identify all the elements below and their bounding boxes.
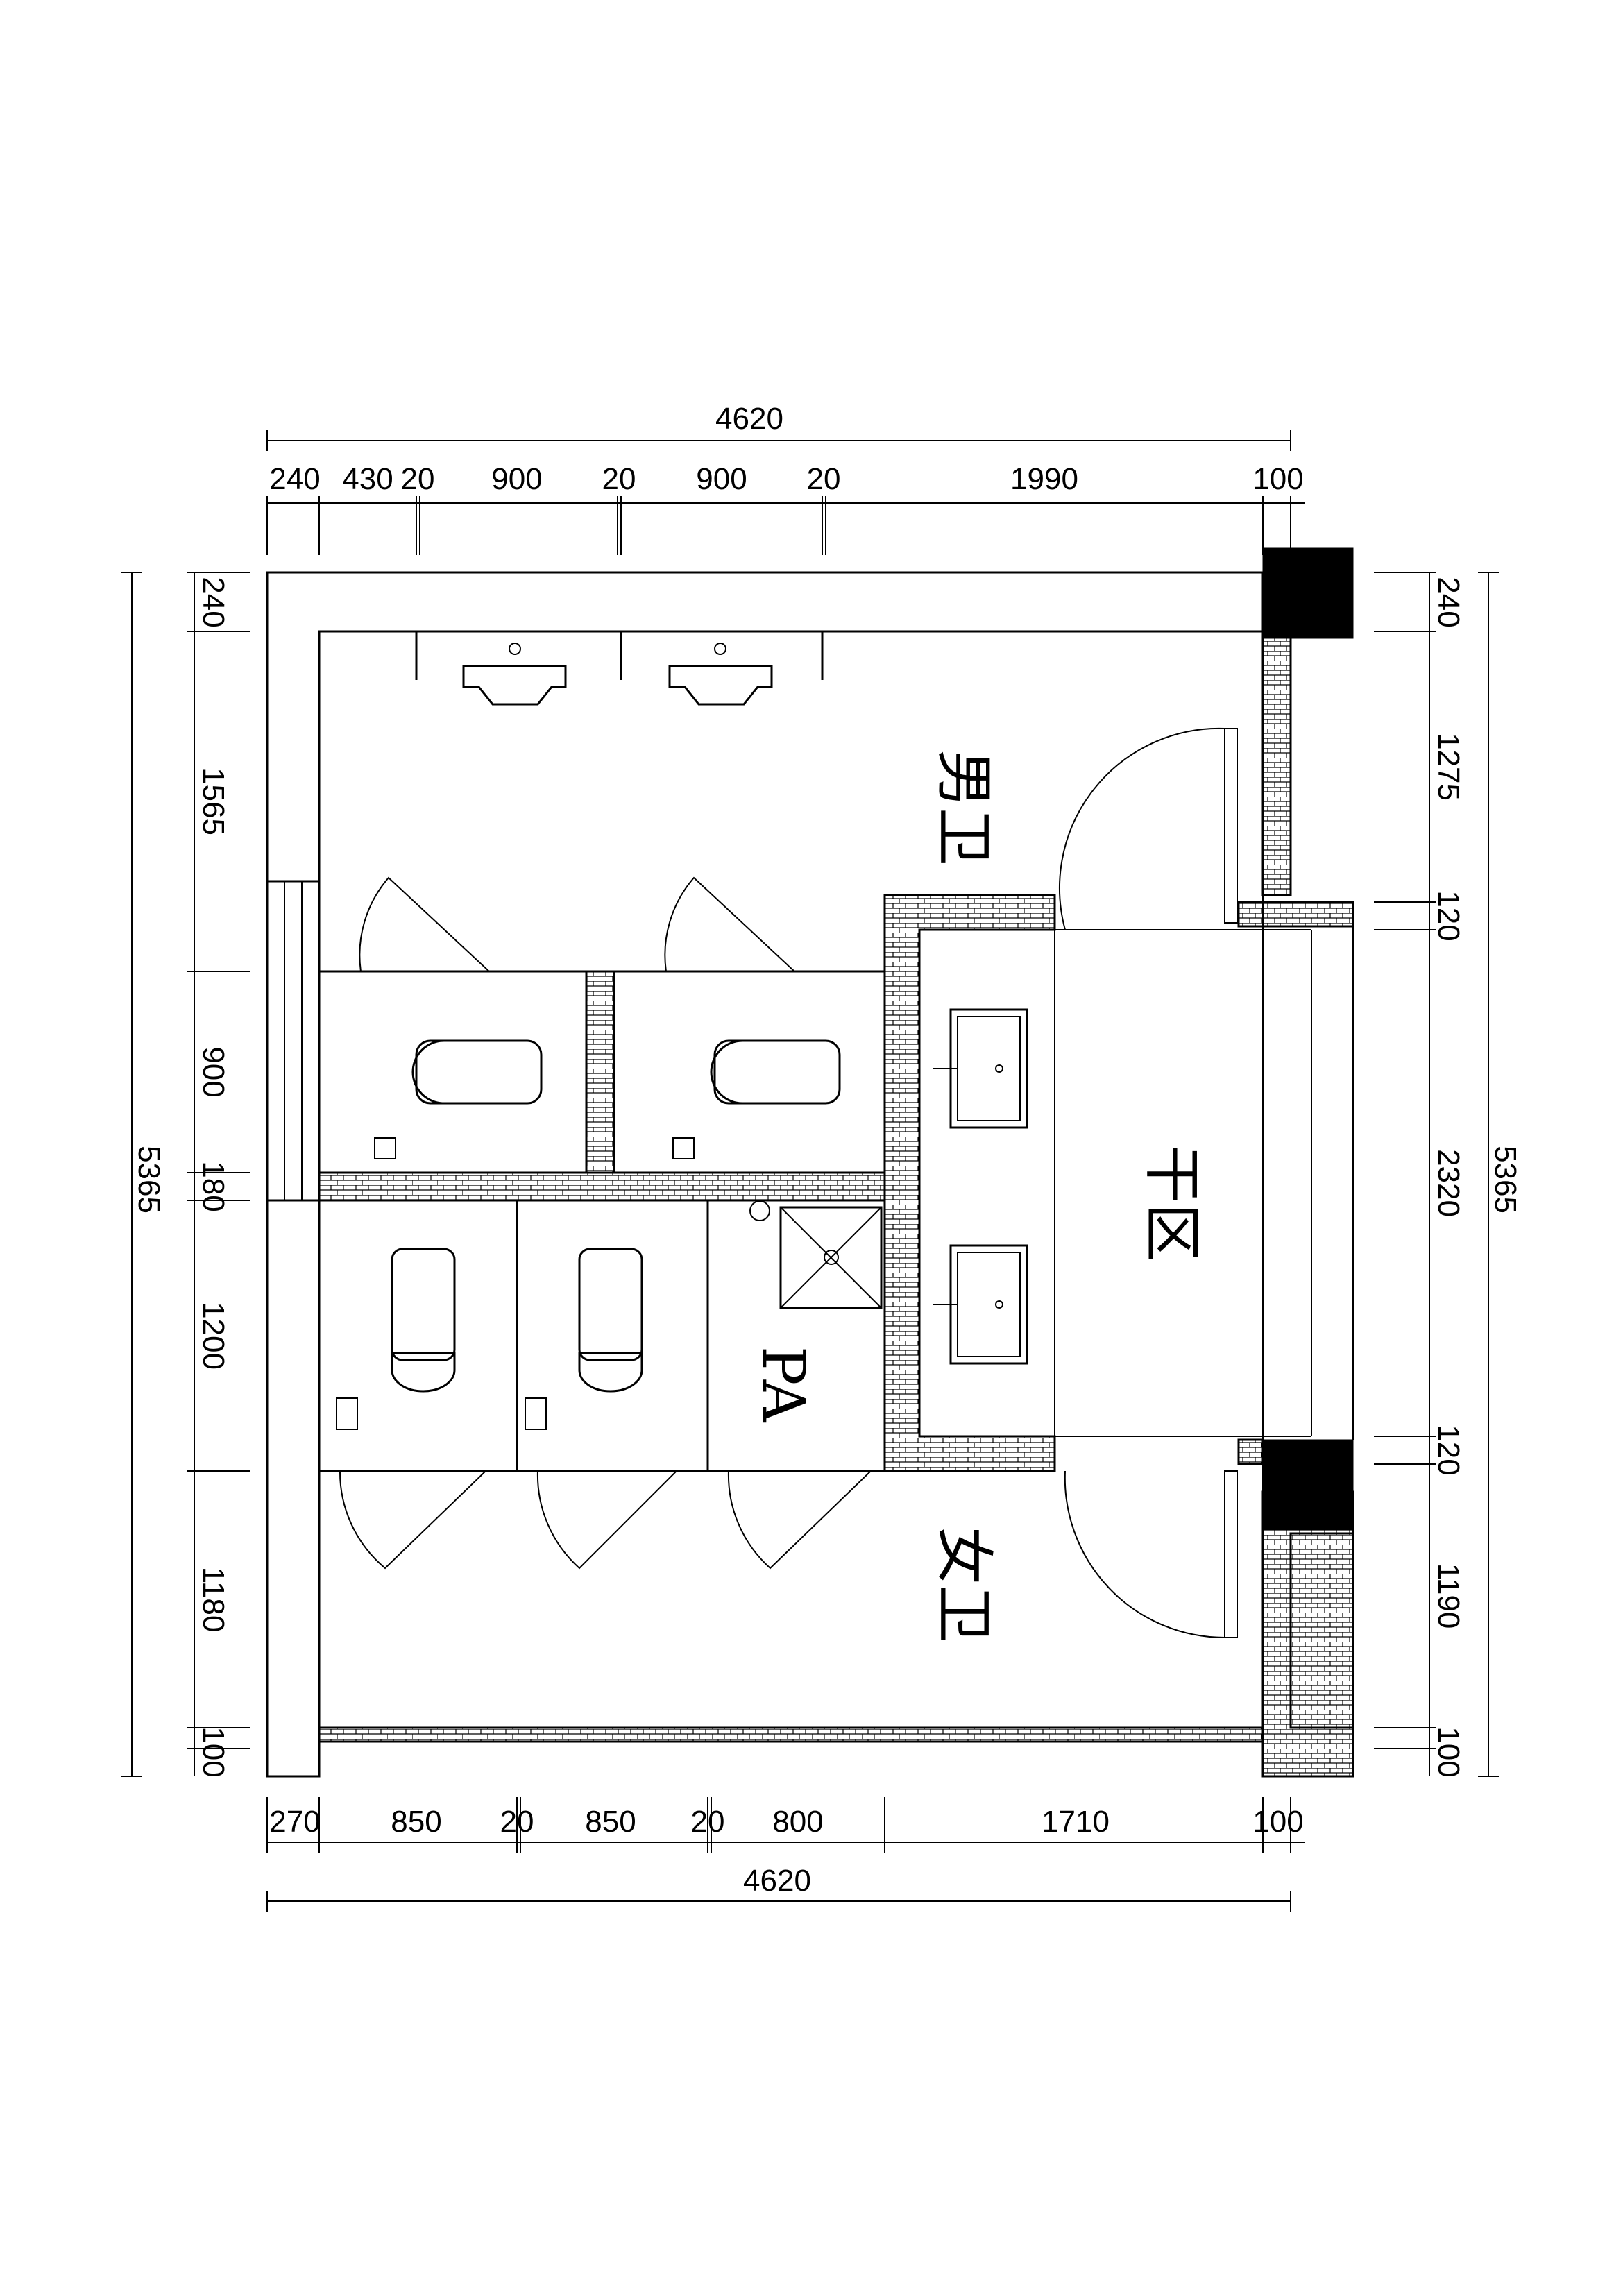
dim-top-1: 240 (269, 462, 320, 496)
mop-sink (749, 1200, 883, 1309)
walls (266, 547, 1354, 1778)
dim-bottom-8: 100 (1252, 1805, 1303, 1839)
left-lower-wall (266, 1199, 321, 1778)
squat-toilet-1 (374, 1039, 543, 1159)
dim-left-3: 900 (196, 1046, 230, 1097)
dim-left-5: 1200 (196, 1302, 230, 1370)
dim-right-2: 1275 (1431, 733, 1465, 801)
bottom-wall (318, 1726, 1264, 1743)
top-left-wall (266, 571, 1264, 883)
dim-top-9: 100 (1252, 462, 1303, 496)
mid-partition (318, 1171, 900, 1202)
men-room (319, 631, 1238, 1159)
dim-bottom-total: 4620 (743, 1864, 811, 1898)
dim-top-7: 20 (807, 462, 841, 496)
dim-bottom-6: 800 (772, 1805, 823, 1839)
label-women: 女卫 (930, 1527, 998, 1643)
dim-left-2: 1565 (196, 767, 230, 835)
vanity-wall (883, 894, 1056, 1472)
cubicle-partition (585, 970, 615, 1174)
dim-right-3: 120 (1431, 890, 1465, 941)
dim-left-total: 5365 (132, 1146, 166, 1214)
dim-right-7: 100 (1431, 1726, 1465, 1777)
dim-top-total: 4620 (715, 402, 783, 436)
urinal-1 (462, 643, 567, 706)
dim-top-4: 900 (491, 462, 542, 496)
dim-right-5: 120 (1431, 1425, 1465, 1475)
women-room (319, 1200, 1238, 1639)
dim-bottom-7: 1710 (1042, 1805, 1110, 1839)
dim-right-4: 2320 (1431, 1149, 1465, 1217)
dim-left-7: 100 (196, 1726, 230, 1777)
squat-toilet-2 (672, 1039, 841, 1159)
dim-right-total: 5365 (1488, 1146, 1522, 1214)
column-top (1262, 547, 1354, 639)
dim-right-6: 1190 (1431, 1563, 1465, 1629)
dim-bottom-3: 20 (500, 1805, 534, 1839)
dim-bottom-1: 270 (269, 1805, 320, 1839)
dimension-lines (121, 430, 1499, 1912)
dim-bottom-5: 20 (691, 1805, 725, 1839)
dim-top-3: 20 (401, 462, 435, 496)
dim-right-1: 240 (1431, 577, 1465, 627)
label-pa: PA (749, 1346, 817, 1423)
dim-left-4: 180 (196, 1161, 230, 1211)
label-dry-zone: 干区 (1138, 1145, 1206, 1261)
column-bottom (1262, 1439, 1354, 1531)
dim-bottom-4: 850 (585, 1805, 636, 1839)
dim-top-8: 1990 (1010, 462, 1078, 496)
left-window (266, 880, 321, 1202)
sink-2 (933, 1244, 1028, 1365)
dim-top-5: 20 (602, 462, 636, 496)
dim-left-1: 240 (196, 577, 230, 627)
label-men: 男卫 (930, 749, 998, 866)
dimension-labels: 4620 240 430 20 900 20 900 20 1990 100 2… (132, 402, 1522, 1898)
dim-top-6: 900 (696, 462, 747, 496)
right-upper-wall (1261, 630, 1292, 896)
dry-zone (933, 926, 1354, 1440)
sink-1 (933, 1008, 1028, 1129)
toilet-1 (336, 1248, 456, 1430)
dim-bottom-2: 850 (391, 1805, 441, 1839)
toilet-2 (525, 1248, 643, 1430)
urinal-2 (668, 643, 773, 706)
dim-top-2: 430 (342, 462, 393, 496)
dim-left-6: 1180 (196, 1567, 230, 1633)
